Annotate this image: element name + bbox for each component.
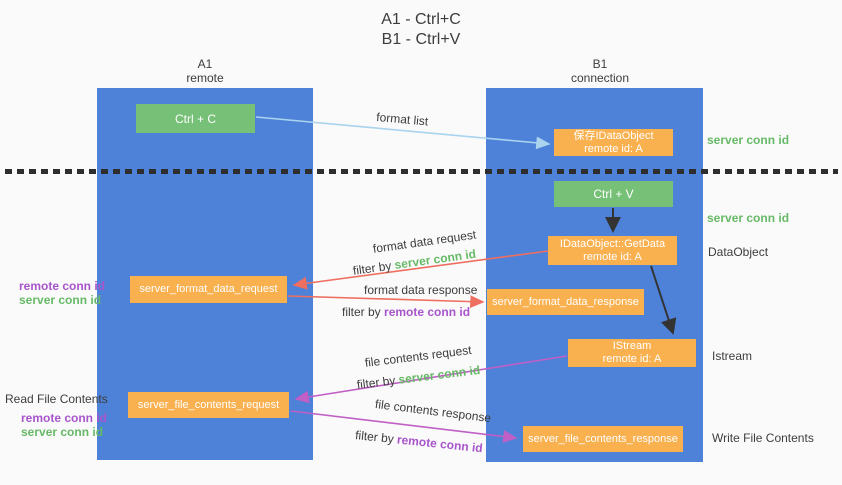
annotation-write-file-contents: Write File Contents bbox=[712, 431, 814, 445]
title-line-a1: A1 - Ctrl+C bbox=[381, 11, 461, 28]
node-istream-line1: IStream bbox=[612, 340, 652, 352]
diagram-title: A1 - Ctrl+C B1 - Ctrl+V bbox=[0, 10, 842, 50]
annotation-remote-conn-id-left-top: remote conn id bbox=[19, 279, 106, 293]
node-ctrl-v: Ctrl + V bbox=[554, 181, 673, 207]
label-filter-by-server-conn-id-top: filter by server conn id bbox=[352, 246, 477, 278]
label-format-data-response: format data response bbox=[364, 283, 478, 297]
annotation-server-conn-id-right-top: server conn id bbox=[707, 133, 790, 147]
node-getdata-line1: IDataObject::GetData bbox=[559, 237, 666, 250]
lane-a1-name: A1 bbox=[197, 57, 213, 71]
node-server-format-data-request: server_format_data_request bbox=[130, 276, 287, 303]
node-getdata: IDataObject::GetData remote id: A bbox=[548, 236, 677, 265]
node-server-format-data-response: server_format_data_response bbox=[487, 289, 644, 315]
session-divider-dashed-line bbox=[5, 169, 838, 174]
node-save-idataobject-line2: remote id: A bbox=[584, 142, 643, 155]
node-server-file-contents-request-label: server_file_contents_request bbox=[137, 398, 280, 411]
node-server-format-data-response-label: server_format_data_response bbox=[492, 295, 639, 308]
annotation-server-conn-id-left-bottom: server conn id bbox=[21, 425, 104, 439]
label-filter-by-remote-conn-id-top: filter by remote conn id bbox=[342, 305, 471, 319]
node-server-file-contents-response: server_file_contents_response bbox=[523, 426, 683, 452]
node-save-idataobject-line1: 保存IDataObject bbox=[573, 129, 654, 142]
lane-header-a1: A1 remote bbox=[155, 57, 255, 85]
node-ctrl-v-label: Ctrl + V bbox=[593, 187, 634, 201]
lane-header-b1: B1 connection bbox=[550, 57, 650, 85]
annotation-server-conn-id-left-top: server conn id bbox=[19, 293, 102, 307]
annotation-read-file-contents: Read File Contents bbox=[5, 392, 108, 406]
node-save-idataobject: 保存IDataObject remote id: A bbox=[554, 129, 673, 156]
annotation-remote-conn-id-left-bottom: remote conn id bbox=[21, 411, 108, 425]
node-server-format-data-request-label: server_format_data_request bbox=[139, 283, 278, 295]
label-filter-by-remote-conn-id-bottom: filter by remote conn id bbox=[354, 428, 484, 456]
annotation-server-conn-id-right-mid: server conn id bbox=[707, 211, 790, 225]
node-getdata-line2: remote id: A bbox=[583, 250, 642, 263]
annotation-dataobject: DataObject bbox=[708, 245, 769, 259]
node-ctrl-c-label: Ctrl + C bbox=[174, 111, 216, 126]
node-ctrl-c: Ctrl + C bbox=[136, 104, 255, 133]
node-server-file-contents-request: server_file_contents_request bbox=[128, 392, 289, 418]
title-line-b1: B1 - Ctrl+V bbox=[381, 31, 461, 48]
label-file-contents-response: file contents response bbox=[374, 397, 492, 426]
label-format-list: format list bbox=[375, 110, 429, 129]
node-istream-line2: remote id: A bbox=[602, 353, 662, 365]
annotation-istream: Istream bbox=[712, 349, 753, 363]
node-server-file-contents-response-label: server_file_contents_response bbox=[528, 432, 678, 445]
lane-a1-role: remote bbox=[186, 71, 224, 85]
lane-b1-role: connection bbox=[570, 71, 630, 85]
lane-b1-name: B1 bbox=[592, 57, 608, 71]
node-istream: IStream remote id: A bbox=[568, 339, 696, 367]
